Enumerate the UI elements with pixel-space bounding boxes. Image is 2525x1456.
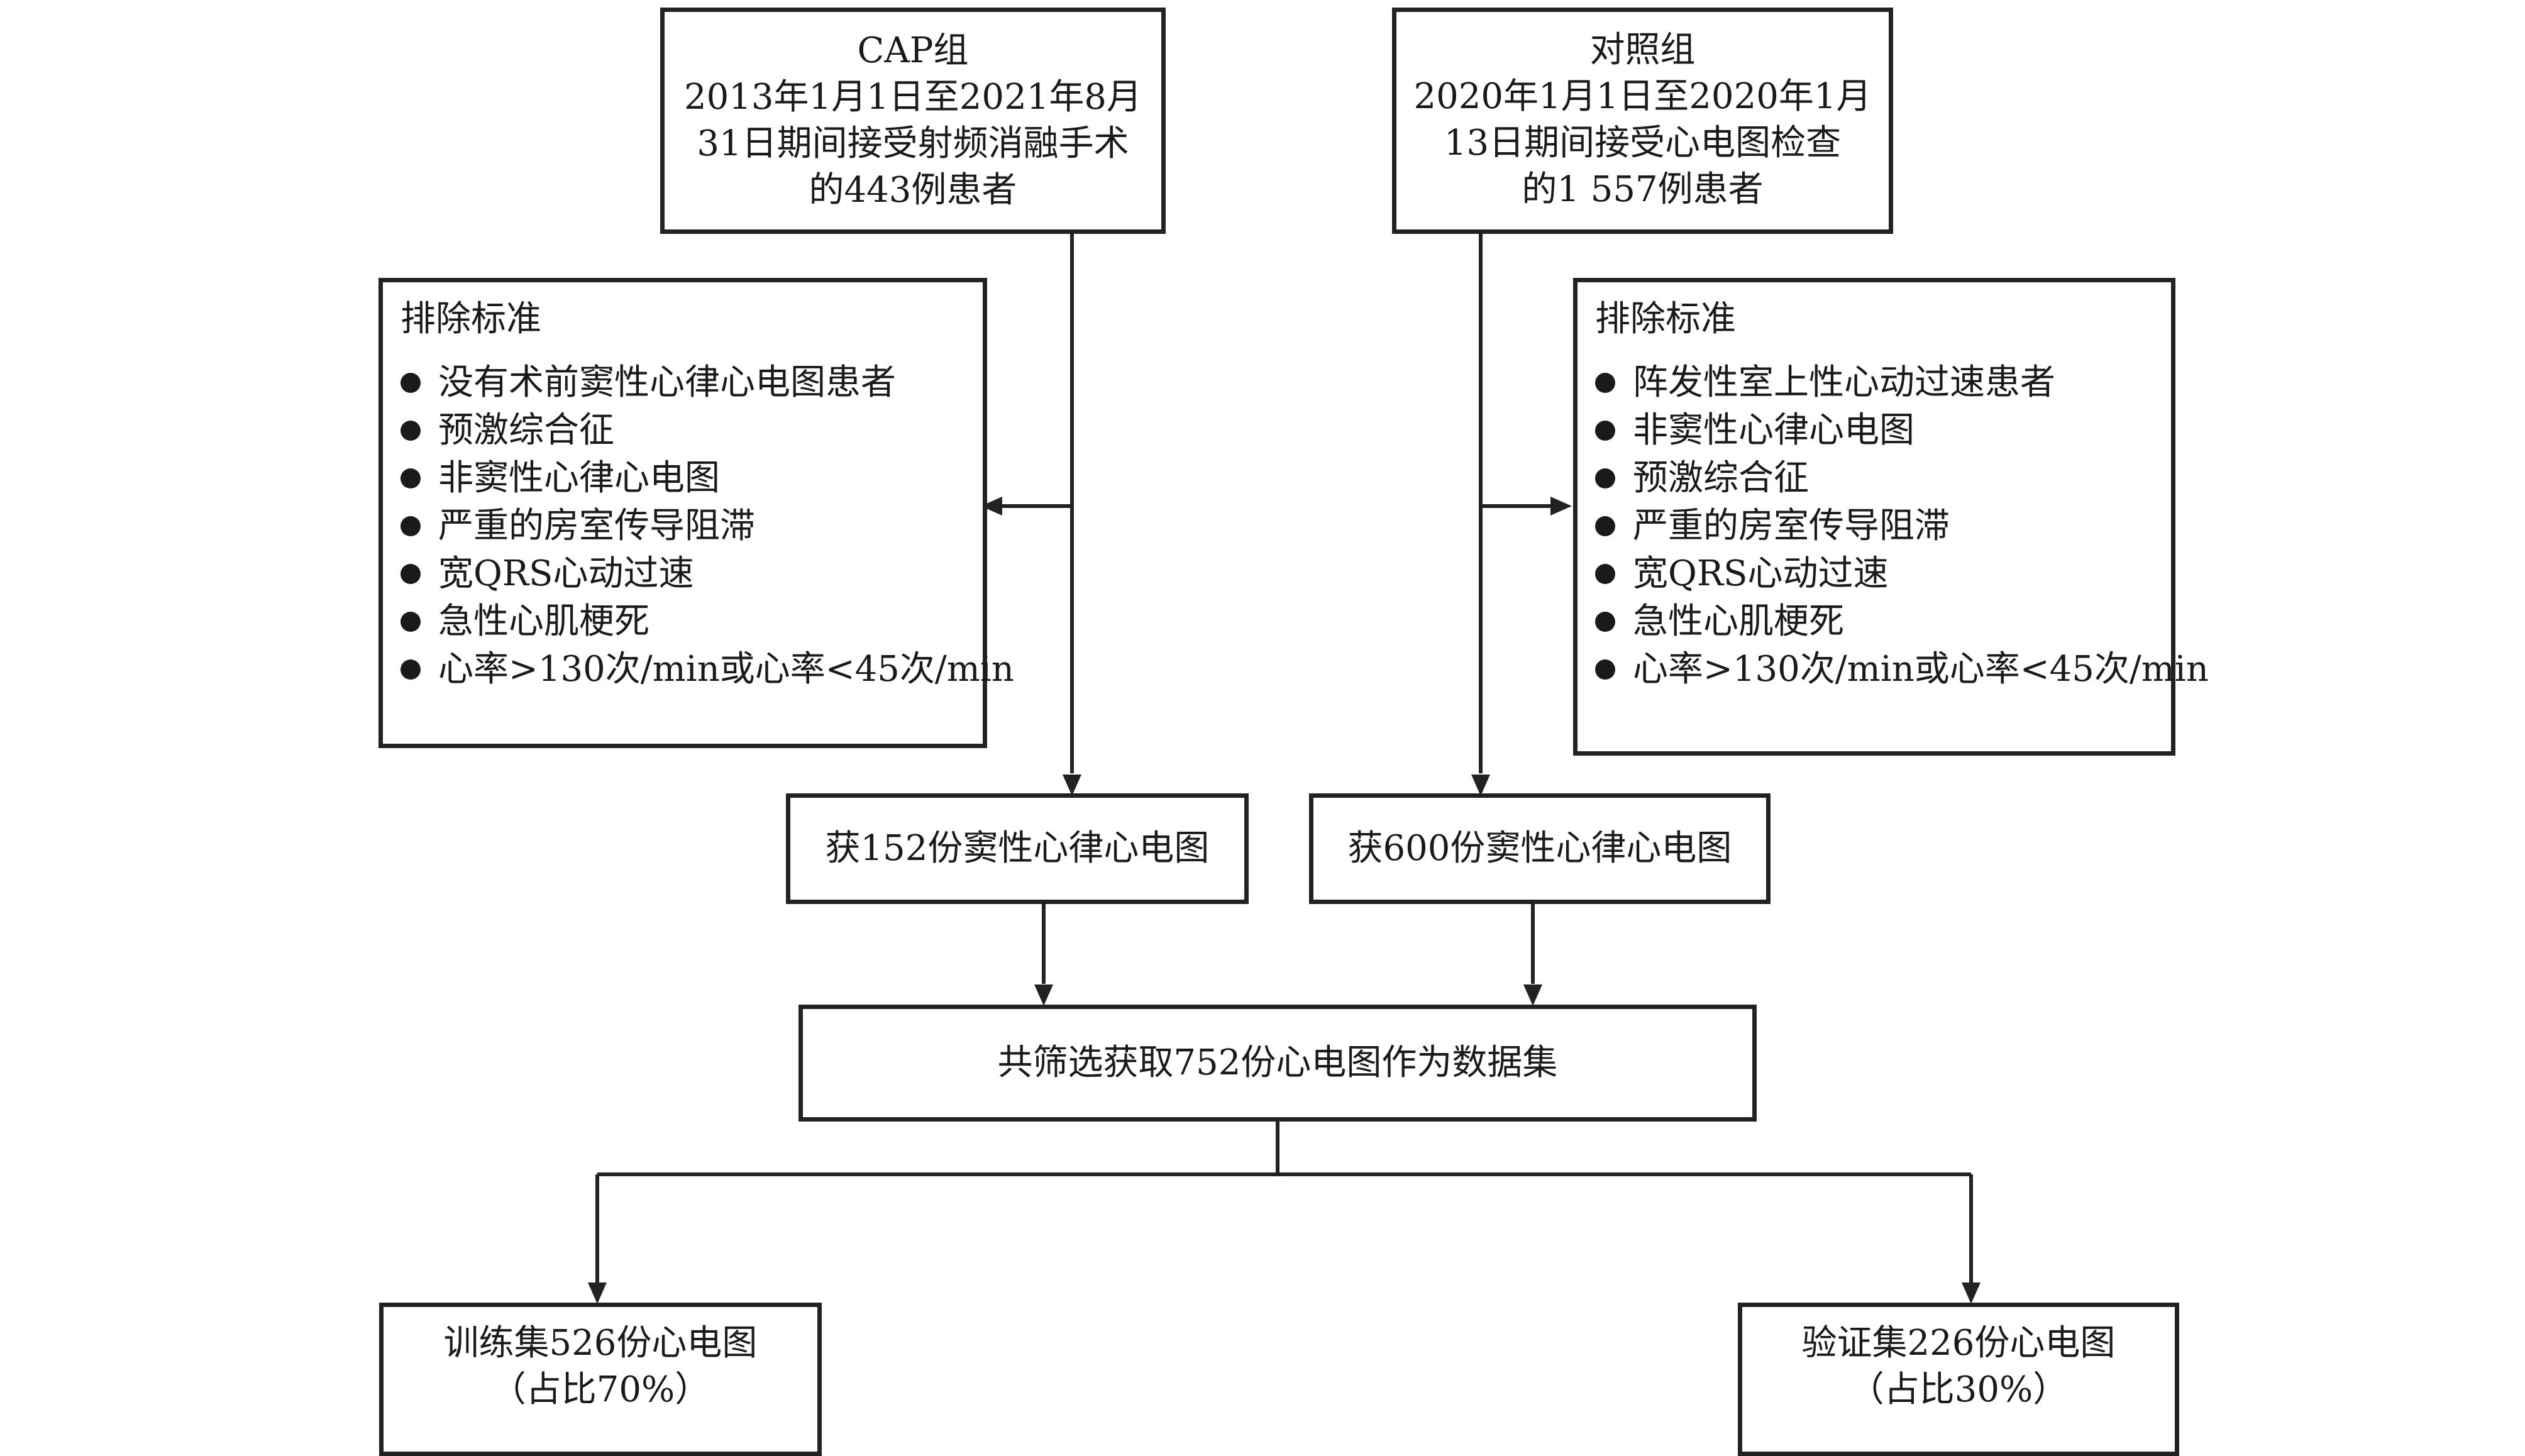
exclusion-left-title: 排除标准 bbox=[401, 299, 541, 339]
bullet-icon bbox=[1595, 468, 1615, 488]
cap-group-line-1: 2013年1月1日至2021年8月 bbox=[684, 77, 1142, 118]
validation-set-box: 验证集226份心电图 （占比30%） bbox=[1738, 1303, 2179, 1456]
training-set-ratio: （占比70%） bbox=[490, 1369, 710, 1410]
bullet-icon bbox=[1595, 659, 1615, 680]
list-item: 心率>130次/min或心率<45次/min bbox=[401, 646, 1014, 693]
control-group-box: 对照组 2020年1月1日至2020年1月 13日期间接受心电图检查 的1 55… bbox=[1392, 8, 1893, 234]
bullet-icon bbox=[401, 421, 421, 441]
list-item: 非窦性心律心电图 bbox=[1595, 407, 2171, 455]
list-item: 宽QRS心动过速 bbox=[401, 550, 983, 598]
dataset-box: 共筛选获取752份心电图作为数据集 bbox=[798, 1005, 1757, 1122]
bullet-icon bbox=[1595, 612, 1615, 632]
list-item: 严重的房室传导阻滞 bbox=[401, 502, 983, 550]
arrowhead-result-right bbox=[1523, 984, 1542, 1006]
arrowhead-control-down bbox=[1471, 775, 1490, 796]
result-left-box: 获152份窦性心律心电图 bbox=[786, 793, 1249, 904]
list-item: 阵发性室上性心动过速患者 bbox=[1595, 359, 2171, 407]
training-set-box: 训练集526份心电图 （占比70%） bbox=[379, 1303, 822, 1456]
dataset-label: 共筛选获取752份心电图作为数据集 bbox=[997, 1042, 1558, 1083]
list-item: 预激综合征 bbox=[1595, 455, 2171, 502]
bullet-icon bbox=[401, 516, 421, 536]
bullet-icon bbox=[1595, 373, 1615, 393]
control-group-line-3: 的1 557例患者 bbox=[1522, 169, 1764, 210]
validation-set-ratio: （占比30%） bbox=[1848, 1369, 2069, 1410]
list-item: 没有术前窦性心律心电图患者 bbox=[401, 359, 983, 407]
list-item: 急性心肌梗死 bbox=[1595, 598, 2171, 646]
bullet-icon bbox=[401, 659, 421, 680]
bullet-icon bbox=[1595, 564, 1615, 584]
list-item: 宽QRS心动过速 bbox=[1595, 550, 2171, 598]
exclusion-right-list: 阵发性室上性心动过速患者 非窦性心律心电图 预激综合征 严重的房室传导阻滞 宽Q… bbox=[1595, 359, 2209, 693]
exclusion-criteria-right-box: 排除标准 阵发性室上性心动过速患者 非窦性心律心电图 预激综合征 严重的房室传导… bbox=[1573, 278, 2209, 756]
cap-group-box: CAP组 2013年1月1日至2021年8月 31日期间接受射频消融手术 的44… bbox=[660, 8, 1166, 234]
arrowhead-cap-down bbox=[1063, 775, 1081, 796]
exclusion-criteria-left-box: 排除标准 没有术前窦性心律心电图患者 预激综合征 非窦性心律心电图 严重的房室传… bbox=[378, 278, 1014, 748]
validation-set-label: 验证集226份心电图 bbox=[1801, 1323, 2116, 1364]
bullet-icon bbox=[401, 564, 421, 584]
bullet-icon bbox=[1595, 421, 1615, 441]
bullet-icon bbox=[401, 373, 421, 393]
bullet-icon bbox=[1595, 516, 1615, 536]
list-item: 急性心肌梗死 bbox=[401, 598, 983, 646]
arrowhead-exclusion-left bbox=[981, 497, 1002, 516]
list-item: 严重的房室传导阻滞 bbox=[1595, 502, 2171, 550]
result-right-label: 获600份窦性心律心电图 bbox=[1347, 828, 1732, 869]
training-set-label: 训练集526份心电图 bbox=[443, 1323, 758, 1364]
bullet-icon bbox=[401, 468, 421, 488]
cap-group-line-3: 的443例患者 bbox=[809, 170, 1017, 211]
list-item: 预激综合征 bbox=[401, 407, 983, 455]
arrowhead-train bbox=[588, 1282, 607, 1304]
exclusion-left-list: 没有术前窦性心律心电图患者 预激综合征 非窦性心律心电图 严重的房室传导阻滞 宽… bbox=[401, 359, 1014, 693]
arrowhead-exclusion-right bbox=[1550, 497, 1572, 516]
control-group-title: 对照组 bbox=[1589, 30, 1696, 70]
list-item: 非窦性心律心电图 bbox=[401, 455, 983, 502]
cap-group-line-2: 31日期间接受射频消融手术 bbox=[697, 123, 1129, 164]
result-left-label: 获152份窦性心律心电图 bbox=[825, 828, 1210, 869]
control-group-line-1: 2020年1月1日至2020年1月 bbox=[1413, 76, 1872, 117]
exclusion-right-title: 排除标准 bbox=[1595, 299, 1736, 339]
cap-group-title: CAP组 bbox=[857, 30, 969, 71]
list-item: 心率>130次/min或心率<45次/min bbox=[1595, 646, 2209, 693]
result-right-box: 获600份窦性心律心电图 bbox=[1309, 793, 1771, 904]
arrowhead-result-left bbox=[1034, 984, 1053, 1006]
control-group-line-2: 13日期间接受心电图检查 bbox=[1444, 123, 1842, 163]
bullet-icon bbox=[401, 612, 421, 632]
arrowhead-validation bbox=[1962, 1282, 1981, 1304]
